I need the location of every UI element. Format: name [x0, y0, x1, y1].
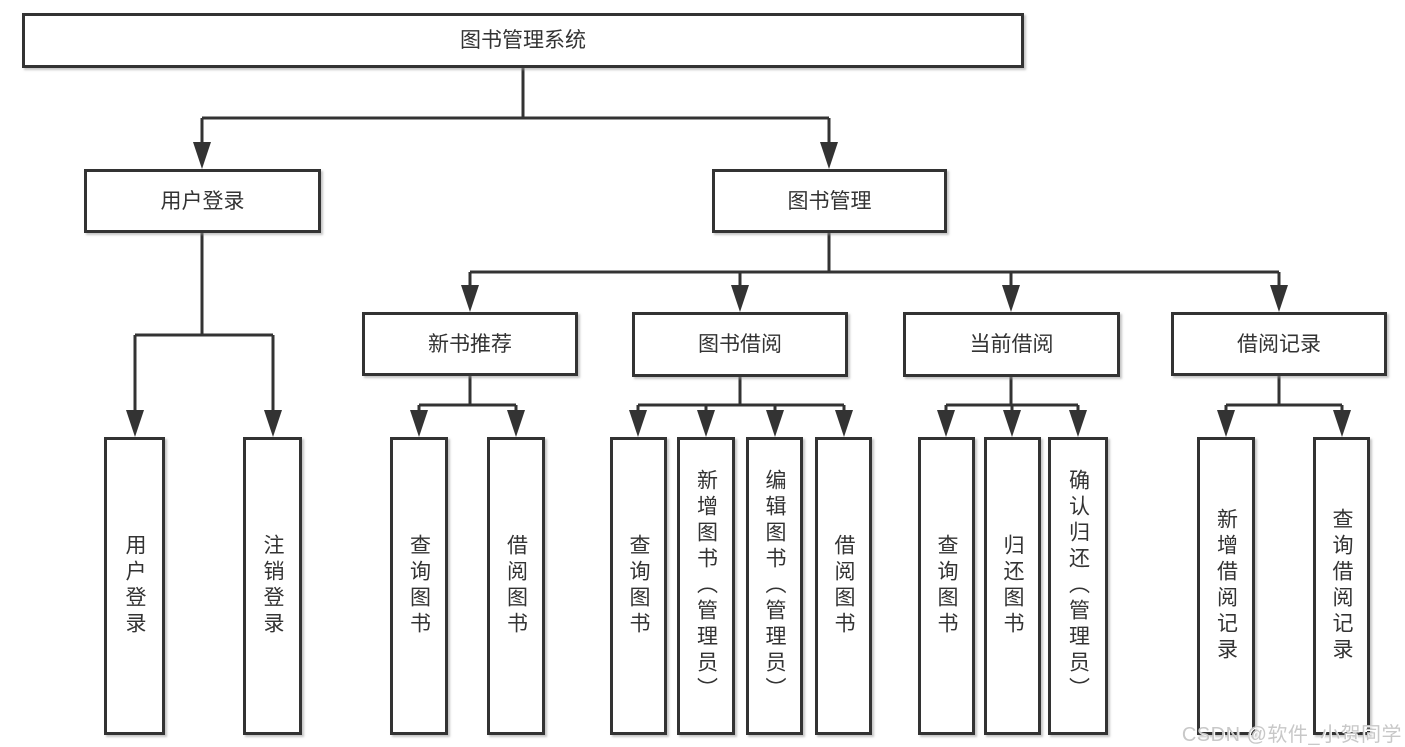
- node-user-login-branch-label: 用户登录: [160, 189, 245, 213]
- node-library-system: 图书管理系统: [22, 13, 1024, 68]
- leaf-borrow-books-recommend-label: 借阅图书: [504, 534, 528, 638]
- leaf-add-book-admin: 新增图书（管理员）: [677, 437, 735, 735]
- leaf-query-borrow-record-label: 查询借阅记录: [1330, 508, 1353, 664]
- node-user-login-branch: 用户登录: [84, 169, 321, 233]
- csdn-watermark: CSDN @软件_小贺同学: [1181, 724, 1402, 746]
- leaf-add-borrow-record: 新增借阅记录: [1197, 437, 1255, 735]
- connector-userlogin-to-leaves: [126, 233, 282, 437]
- leaf-query-books-current: 查询图书: [918, 437, 975, 735]
- leaf-logout: 注销登录: [243, 437, 302, 735]
- leaf-return-book: 归还图书: [984, 437, 1041, 735]
- leaf-logout-label: 注销登录: [261, 534, 284, 638]
- node-current-borrow-label: 当前借阅: [969, 333, 1054, 356]
- node-book-borrow-label: 图书借阅: [698, 333, 782, 356]
- leaf-query-books-borrow-label: 查询图书: [627, 534, 650, 638]
- leaf-query-books-recommend: 查询图书: [390, 437, 448, 735]
- connector-bookmgmt-to-level3: [461, 233, 1288, 312]
- leaf-borrow-books-recommend: 借阅图书: [487, 437, 545, 735]
- leaf-edit-book-admin: 编辑图书（管理员）: [746, 437, 803, 735]
- node-library-system-label: 图书管理系统: [460, 29, 586, 52]
- leaf-query-books-current-label: 查询图书: [935, 534, 958, 638]
- connector-recommend-to-leaves: [410, 376, 525, 437]
- leaf-confirm-return-admin: 确认归还（管理员）: [1048, 437, 1108, 735]
- node-current-borrow: 当前借阅: [903, 312, 1120, 377]
- leaf-query-books-recommend-label: 查询图书: [407, 534, 431, 638]
- leaf-borrow-books-label: 借阅图书: [832, 534, 855, 638]
- leaf-add-book-admin-label: 新增图书（管理员）: [694, 469, 718, 703]
- node-borrow-records-label: 借阅记录: [1237, 332, 1321, 356]
- node-new-book-recommend-label: 新书推荐: [428, 332, 512, 356]
- leaf-edit-book-admin-label: 编辑图书（管理员）: [763, 469, 786, 703]
- leaf-query-books-borrow: 查询图书: [610, 437, 667, 735]
- leaf-query-borrow-record: 查询借阅记录: [1313, 437, 1370, 735]
- leaf-add-borrow-record-label: 新增借阅记录: [1214, 508, 1238, 664]
- leaf-borrow-books: 借阅图书: [815, 437, 872, 735]
- connector-root-to-level2: [193, 68, 838, 169]
- node-book-management-label: 图书管理: [787, 189, 872, 213]
- node-new-book-recommend: 新书推荐: [362, 312, 578, 376]
- node-book-borrow: 图书借阅: [632, 312, 848, 377]
- leaf-confirm-return-admin-label: 确认归还（管理员）: [1066, 469, 1090, 703]
- node-borrow-records: 借阅记录: [1171, 312, 1387, 376]
- leaf-return-book-label: 归还图书: [1001, 534, 1024, 638]
- node-book-management: 图书管理: [712, 169, 947, 233]
- connector-records-to-leaves: [1217, 376, 1351, 437]
- connector-current-to-leaves: [937, 377, 1087, 437]
- connector-borrow-to-leaves: [629, 377, 853, 437]
- leaf-user-login-label: 用户登录: [123, 534, 146, 638]
- leaf-user-login: 用户登录: [104, 437, 165, 735]
